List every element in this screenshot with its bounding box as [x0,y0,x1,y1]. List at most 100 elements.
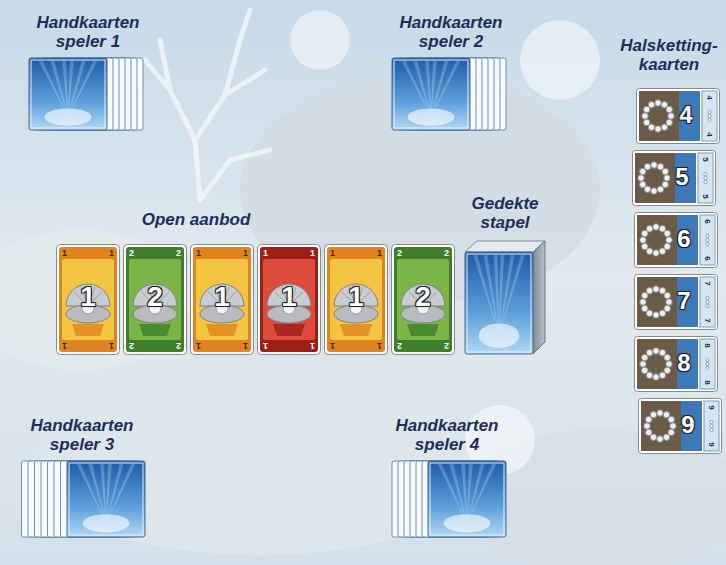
light-glow [444,514,491,532]
necklace-pearl [653,348,659,354]
card-number: 7 [668,288,700,314]
necklace-pearl [666,106,672,112]
card-frame [325,245,388,355]
card-number: 9 [707,400,716,415]
necklace-pearl [646,226,652,232]
necklace-pearl [646,429,652,435]
light-ray [499,255,525,336]
card-border [430,463,504,535]
card-number: 2 [397,248,402,258]
light-spots [290,10,600,475]
card-number: 5 [701,152,710,167]
card-number: 8 [703,338,712,353]
necklace-pearl [651,162,657,168]
light-spot [520,20,600,100]
necklace-pearl [657,436,663,442]
necklace-pearl [655,126,661,132]
card-stack-art [16,460,148,538]
card-number: 1 [62,341,67,351]
card-number: 1 [330,248,335,258]
side-strip [700,215,715,265]
card-border [394,60,468,128]
necklace-card: 888 [634,336,718,392]
strip-pearl [706,366,709,369]
shell-stand [273,324,305,336]
necklace-pearl [646,350,652,356]
shell-stand [139,324,171,336]
necklace-pearl [642,113,648,119]
deck-top [465,241,545,252]
necklace-ground [637,339,677,389]
card-frame [258,245,321,355]
strip-pearl [710,424,713,427]
light-glow [408,108,455,125]
necklace-pearl [646,288,652,294]
necklace-pearl [638,175,644,181]
light-ray [473,255,499,336]
card-border [69,463,143,535]
side-strip [700,339,715,389]
necklace-pearl [640,299,646,305]
strip-pearl [708,118,711,121]
coral-branch [160,40,200,200]
pearl-card: 11111 [56,244,120,355]
card-number: 1 [263,341,268,351]
strip-pearl [704,180,707,183]
card-number: 2 [444,341,449,351]
strip-pearl [706,358,709,361]
stack-label: Gedekte stapel [455,194,555,232]
card-border [31,60,105,128]
deck-side [533,241,545,354]
card-number: 1 [324,282,388,312]
card-number: 8 [668,350,700,376]
card-number: 9 [672,412,704,438]
necklace-pearl [640,181,646,187]
necklace-pearl [644,164,650,170]
card-stack-art [26,57,150,131]
necklace-pearl [640,237,646,243]
necklace-pearl [659,372,665,378]
card-number: 2 [123,282,187,312]
necklace-pearl [642,305,648,311]
card-number: 2 [391,282,455,312]
card-frame [635,337,718,392]
card-back [29,58,107,130]
necklace-card: 444 [636,88,720,144]
necklace-pearl [666,237,672,243]
group-label: Open aanbod [126,210,266,229]
coral-branch [200,150,270,200]
necklace-pearl [659,248,665,254]
necklace-pearl [666,361,672,367]
side-strip [704,401,719,451]
card-number: 1 [196,341,201,351]
card-number: 1 [62,248,67,258]
necklace-ground [637,215,677,265]
card-back [67,461,145,537]
card-number: 4 [705,127,714,142]
strip-pearl [706,238,709,241]
front-card [67,461,145,537]
card-number: 2 [176,341,181,351]
stack-label: Handkaarten speler 3 [16,416,148,454]
front-card [29,58,107,130]
card-back [392,58,470,130]
strip-pearl [706,242,709,245]
shell-stand [340,324,372,336]
necklace-card: 999 [638,398,722,454]
card-number: 4 [705,90,714,105]
strip-pearl [706,304,709,307]
coral [145,10,270,200]
necklace-pearl [640,361,646,367]
necklace-pearl [642,367,648,373]
card-stack-art [385,460,509,538]
pearl-card: 11111 [324,244,388,355]
card-frame [637,89,720,144]
card-number: 2 [444,248,449,258]
draw-pile: Gedekte stapel [455,194,555,358]
card-stack-art [389,57,513,131]
card-number: 2 [397,341,402,351]
stack-label: Handkaarten speler 4 [385,416,509,454]
pearl-card: 11111 [190,244,254,355]
necklace-card: 666 [634,212,718,268]
necklace-pearl [657,410,663,416]
